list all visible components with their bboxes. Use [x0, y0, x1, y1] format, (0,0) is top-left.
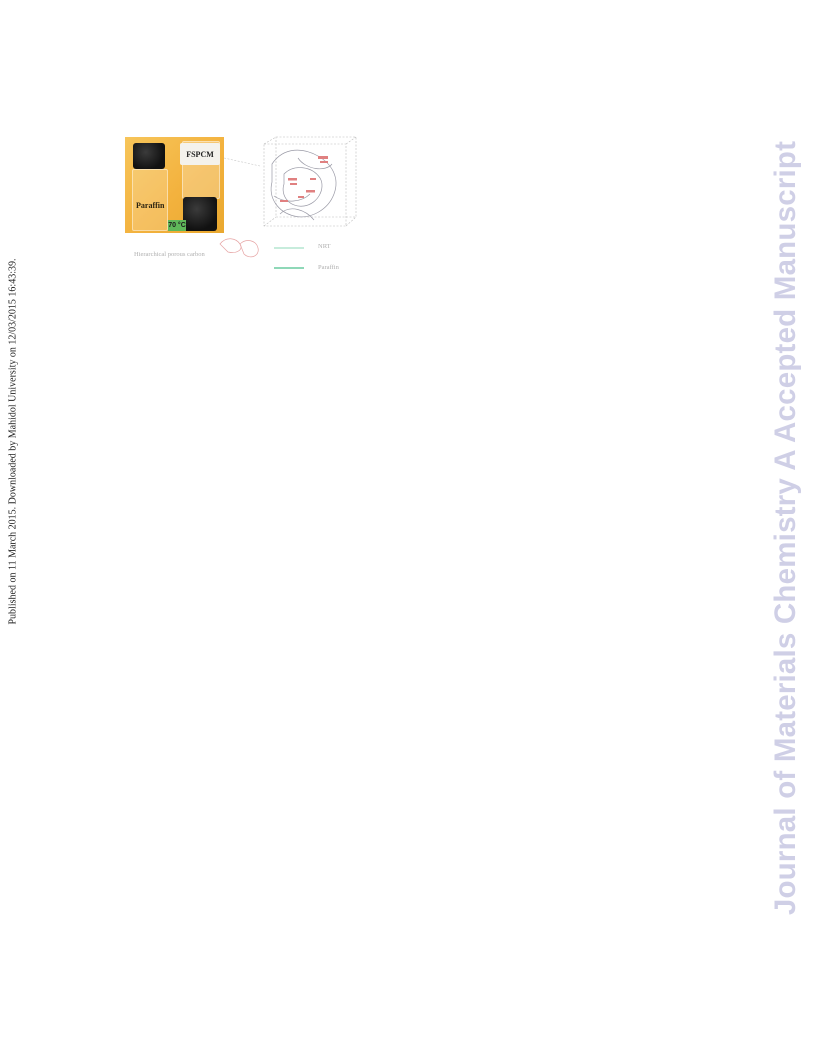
- watermark-text: Journal of Materials Chemistry A Accepte…: [769, 140, 802, 916]
- composite-schematic: [219, 136, 357, 269]
- callout-line: [223, 157, 261, 167]
- temperature-tag: 70 °C: [168, 220, 186, 231]
- publication-note-text: Published on 11 March 2015. Downloaded b…: [7, 258, 19, 624]
- legend-carbon-glyph: [219, 238, 259, 258]
- paraffin-label: Paraffin: [136, 201, 165, 210]
- paraffin-vial: [129, 141, 169, 233]
- vial-glass: [132, 169, 168, 231]
- dashed-cube: [263, 136, 357, 227]
- carbon-network: [270, 149, 337, 221]
- legend-paraffin-label: Paraffin: [318, 264, 339, 271]
- journal-watermark: Journal of Materials Chemistry A Accepte…: [760, 112, 812, 944]
- paraffin-molecules: [280, 156, 328, 202]
- legend-left-caption: Hierarchical porous carbon: [134, 251, 205, 258]
- legend-nrt-label: NRT: [318, 243, 331, 250]
- publication-side-note: Published on 11 March 2015. Downloaded b…: [2, 246, 24, 636]
- fspcm-label: FSPCM: [180, 143, 220, 165]
- vial-cap: [133, 143, 165, 169]
- vial-cap: [183, 197, 217, 231]
